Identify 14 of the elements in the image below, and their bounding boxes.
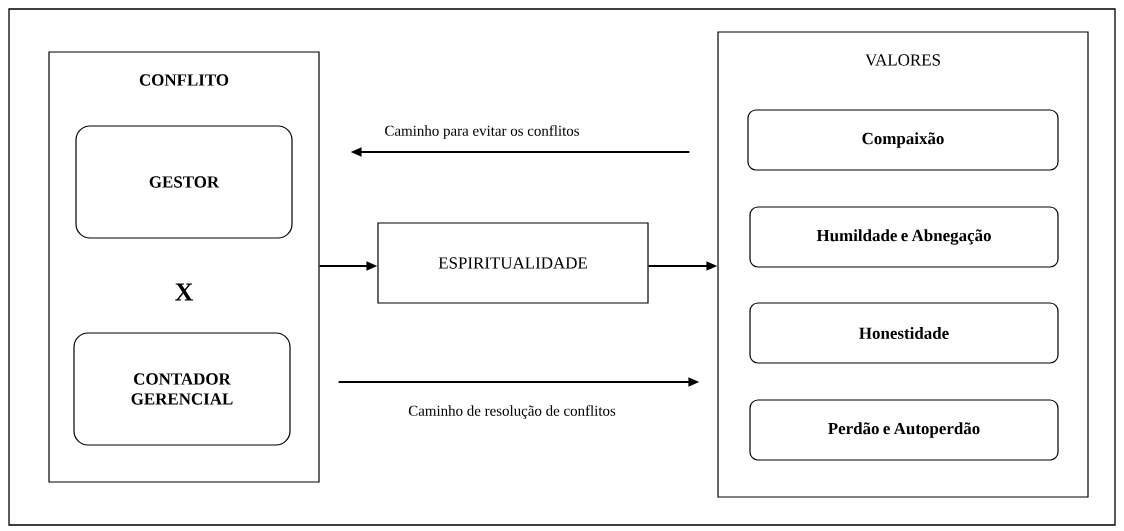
rounded-box: Compaixão [747,109,1059,171]
rounded-box: CONTADOR GERENCIAL [73,332,291,446]
panel [717,31,1089,498]
edge-label: Caminho para evitar os conflitos [383,124,581,140]
rounded-box: GESTOR [75,125,293,239]
versus-sign: X [175,283,194,301]
rounded-box: Humildade e Abnegação [749,206,1059,268]
panel [48,51,320,483]
box: ESPIRITUALIDADE [377,222,649,304]
rounded-box: Perdão e Autoperdão [749,399,1059,461]
heading: VALORES [865,54,940,66]
rounded-box: Honestidade [749,302,1059,364]
edge-label: Caminho de resolução de conflitos [407,404,617,420]
heading: CONFLITO [139,74,229,86]
